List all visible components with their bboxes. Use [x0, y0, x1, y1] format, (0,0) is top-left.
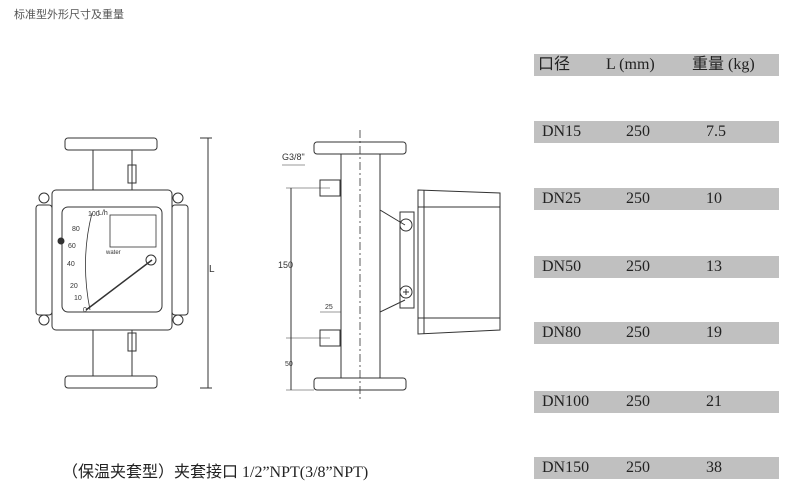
unit-label: L/h — [98, 210, 108, 217]
header-diameter: 口径 — [538, 56, 571, 73]
thread-label: G3/8" — [282, 152, 305, 162]
table-row: DN50 250 13 — [534, 256, 779, 278]
cell: 250 — [626, 258, 650, 275]
cell: 250 — [626, 393, 650, 410]
top-flange — [64, 137, 158, 151]
cell: 250 — [626, 190, 650, 207]
table-row: DN15 250 7.5 — [534, 121, 779, 143]
cell: DN50 — [542, 258, 582, 275]
table-row: DN25 250 10 — [534, 188, 779, 210]
scale-label: 100 — [88, 211, 100, 218]
cell: DN25 — [542, 190, 582, 207]
cell: DN100 — [542, 393, 590, 410]
scale-label: 0 — [83, 307, 87, 314]
indicator-side — [417, 189, 501, 335]
table-row: DN150 250 38 — [534, 457, 779, 479]
cell: 250 — [626, 459, 650, 476]
scale-label: 20 — [70, 283, 78, 290]
cell: 13 — [706, 258, 722, 275]
dimension-label: 150 — [278, 260, 293, 270]
cell: DN80 — [542, 324, 582, 341]
pointer — [85, 259, 153, 311]
cell: 250 — [626, 123, 650, 140]
medium-label: water — [105, 250, 121, 256]
page-title: 标准型外形尺寸及重量 — [14, 8, 124, 21]
cell: 10 — [706, 190, 722, 207]
scale-label: 40 — [67, 261, 75, 268]
table-header: 口径 L (mm) 重量 (kg) — [534, 54, 779, 76]
side-view: G3/8" 150 25 50 — [278, 130, 501, 400]
scale-label: 10 — [74, 295, 82, 302]
header-weight: 重量 (kg) — [692, 56, 755, 73]
dimension-label: L — [209, 264, 215, 275]
table-row: DN80 250 19 — [534, 322, 779, 344]
cell: 19 — [706, 324, 722, 341]
cell: DN150 — [542, 459, 590, 476]
dimension-label: 25 — [325, 304, 333, 311]
table-row: DN100 250 21 — [534, 391, 779, 413]
front-view: 100 80 60 40 20 10 0 L/h water L — [35, 137, 215, 389]
cell: 7.5 — [706, 123, 726, 140]
indicator-housing — [51, 189, 173, 331]
scale-label: 80 — [72, 226, 80, 233]
bottom-flange — [64, 375, 158, 389]
cell: 21 — [706, 393, 722, 410]
jacket-caption: （保温夹套型）夹套接口 1/2”NPT(3/8”NPT) — [62, 464, 369, 481]
cell: 38 — [706, 459, 722, 476]
header-length: L (mm) — [606, 56, 655, 73]
dimension-label: 50 — [285, 361, 293, 368]
scale-label: 60 — [68, 243, 76, 250]
cell: 250 — [626, 324, 650, 341]
cell: DN15 — [542, 123, 582, 140]
dial-window — [61, 206, 163, 313]
